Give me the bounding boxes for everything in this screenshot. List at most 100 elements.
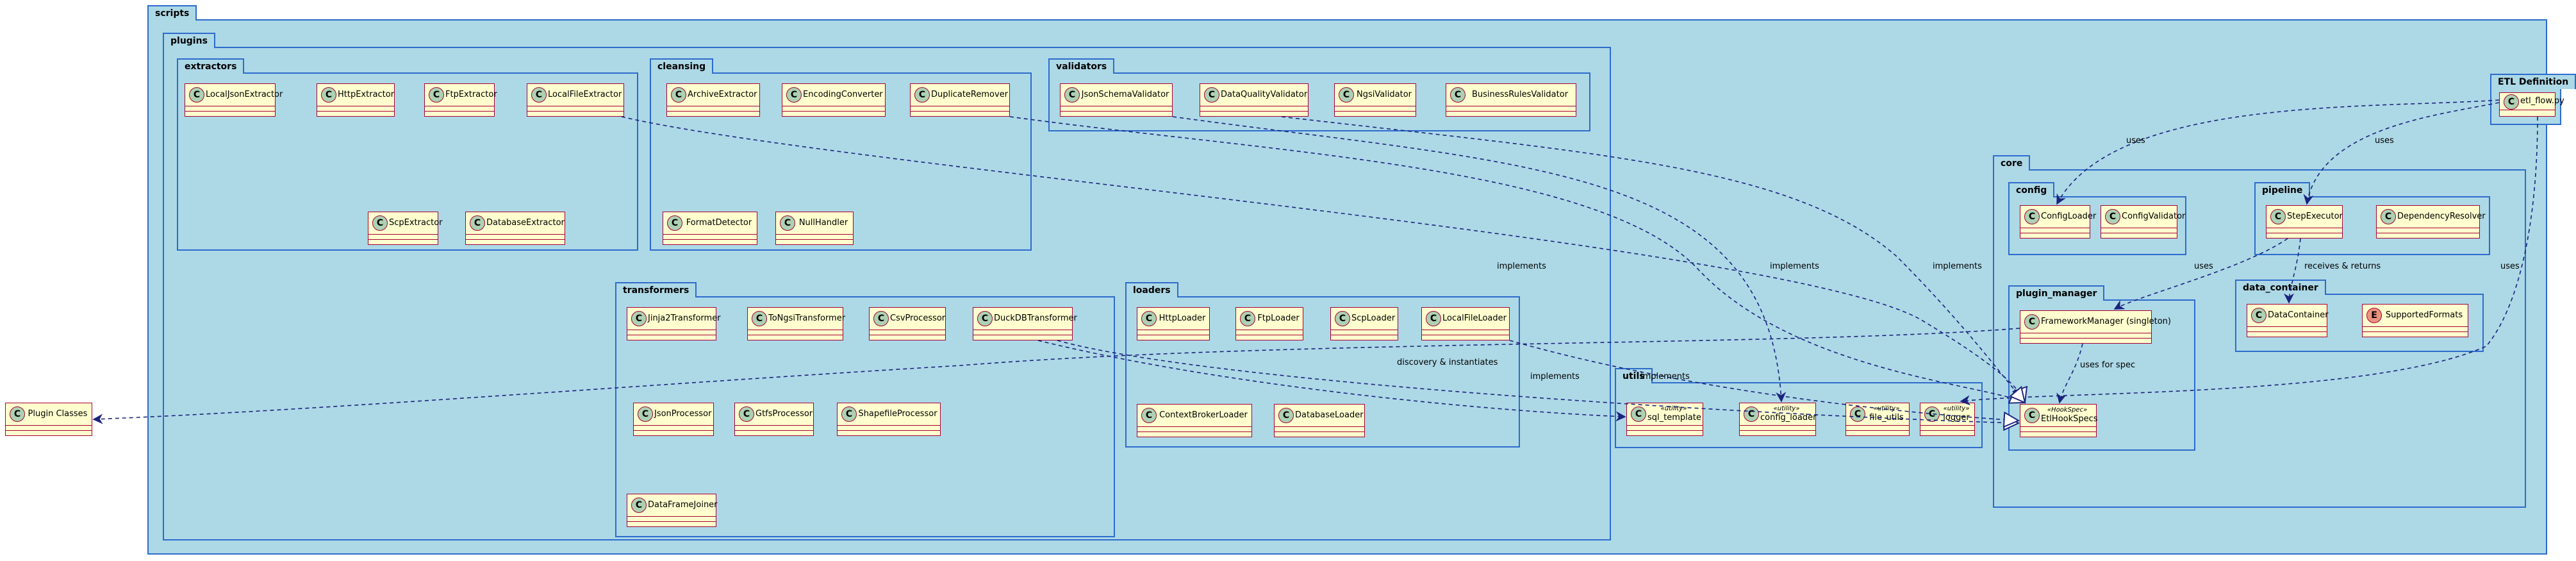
class-header bbox=[185, 84, 275, 106]
class-context-broker-loader[interactable]: C ContextBrokerLoader bbox=[1137, 404, 1252, 437]
class-divider bbox=[1137, 431, 1251, 432]
class-duplicate-remover[interactable]: C DuplicateRemover bbox=[910, 83, 1010, 117]
class-c-icon: C bbox=[667, 215, 682, 231]
class-local-file-loader[interactable]: C LocalFileLoader bbox=[1421, 307, 1510, 340]
class-c-icon: C bbox=[977, 311, 993, 326]
class-c-icon: C bbox=[470, 215, 485, 231]
class-database-loader[interactable]: C DatabaseLoader bbox=[1274, 404, 1365, 437]
class-name: DatabaseLoader bbox=[1295, 410, 1364, 420]
class-name: DuckDBTransformer bbox=[994, 314, 1077, 323]
class-local-file-extractor[interactable]: C LocalFileExtractor bbox=[527, 83, 624, 117]
class-name: ToNgsiTransformer bbox=[768, 314, 846, 323]
class-to-ngsi-transformer[interactable]: C ToNgsiTransformer bbox=[747, 307, 846, 340]
class-name: Jinja2Transformer bbox=[648, 314, 721, 323]
edge-label-uses-plugin-manager: uses bbox=[2194, 262, 2213, 271]
class-c-icon: C bbox=[1240, 311, 1255, 326]
class-divider bbox=[627, 521, 716, 522]
class-csv-processor[interactable]: C CsvProcessor bbox=[869, 307, 946, 340]
class-c-icon: C bbox=[1450, 87, 1466, 103]
class-c-icon: C bbox=[752, 311, 767, 326]
class-json-processor[interactable]: C JsonProcessor bbox=[633, 403, 714, 436]
class-plugin-classes[interactable]: C Plugin Classes bbox=[5, 403, 92, 436]
class-c-icon: C bbox=[1339, 87, 1354, 103]
class-header bbox=[1200, 84, 1308, 106]
class-c-icon: C bbox=[1850, 406, 1865, 422]
class-c-icon: C bbox=[2504, 94, 2519, 110]
class-dependency-resolver[interactable]: C DependencyResolver bbox=[2376, 205, 2486, 239]
class-archive-extractor[interactable]: C ArchiveExtractor bbox=[666, 83, 760, 117]
class-ngsi-validator[interactable]: C NgsiValidator bbox=[1334, 83, 1416, 117]
class-divider bbox=[634, 430, 713, 431]
class-step-executor[interactable]: C StepExecutor bbox=[2266, 205, 2343, 239]
package-validators-label: validators bbox=[1048, 58, 1115, 74]
package-data-container-label: data_container bbox=[2235, 280, 2326, 295]
edge-label-uses-utils: uses bbox=[2500, 262, 2520, 271]
class-header bbox=[1335, 84, 1416, 106]
class-name: EtlHookSpecs bbox=[2041, 414, 2098, 424]
class-name: LocalFileLoader bbox=[1442, 314, 1507, 323]
class-supported-formats[interactable]: E SupportedFormats bbox=[2362, 304, 2468, 337]
class-name: ConfigLoader bbox=[2041, 212, 2097, 221]
class-dataframe-joiner[interactable]: C DataFrameJoiner bbox=[627, 494, 718, 527]
class-divider bbox=[663, 239, 757, 240]
class-shapefile-processor[interactable]: C ShapefileProcessor bbox=[837, 403, 941, 436]
class-encoding-converter[interactable]: C EncodingConverter bbox=[782, 83, 886, 117]
class-header bbox=[782, 84, 885, 106]
class-business-rules-validator[interactable]: C BusinessRulesValidator bbox=[1446, 83, 1576, 117]
class-jinja2-transformer[interactable]: C Jinja2Transformer bbox=[627, 307, 721, 340]
class-name: DataContainer bbox=[2268, 310, 2329, 320]
class-header bbox=[1275, 405, 1364, 427]
edge-label-implements-extractors: implements bbox=[1497, 262, 1546, 271]
package-extractors-label: extractors bbox=[177, 58, 245, 74]
class-divider bbox=[667, 111, 759, 112]
class-ftp-loader[interactable]: C FtpLoader bbox=[1235, 307, 1303, 340]
package-pipeline-label: pipeline bbox=[2254, 182, 2311, 197]
class-name: Plugin Classes bbox=[28, 409, 88, 419]
class-file-utils[interactable]: C «utility» file_utils bbox=[1845, 403, 1910, 436]
package-plugins-label: plugins bbox=[163, 33, 215, 48]
class-c-icon: C bbox=[10, 406, 25, 422]
class-json-schema-validator[interactable]: C JsonSchemaValidator bbox=[1060, 83, 1173, 117]
class-etl-flow[interactable]: C etl_flow.py bbox=[2499, 92, 2564, 117]
class-database-extractor[interactable]: C DatabaseExtractor bbox=[465, 212, 565, 245]
class-sql-template[interactable]: C «utility» sql_template bbox=[1626, 403, 1703, 436]
class-header bbox=[1920, 403, 1974, 426]
class-divider bbox=[911, 111, 1009, 112]
class-name: etl_flow.py bbox=[2520, 96, 2564, 106]
class-scp-loader[interactable]: C ScpLoader bbox=[1330, 307, 1398, 340]
class-null-handler[interactable]: C NullHandler bbox=[775, 212, 854, 245]
class-name: ConfigValidator bbox=[2122, 212, 2186, 221]
class-etl-hook-specs[interactable]: C «HookSpec» EtlHookSpecs bbox=[2020, 404, 2098, 437]
class-c-icon: C bbox=[429, 87, 444, 103]
class-name: FtpLoader bbox=[1257, 314, 1300, 323]
class-divider bbox=[2020, 431, 2096, 432]
class-name: ArchiveExtractor bbox=[688, 90, 757, 99]
class-ftp-extractor[interactable]: C FtpExtractor bbox=[424, 83, 497, 117]
class-local-json-extractor[interactable]: C LocalJsonExtractor bbox=[185, 83, 283, 117]
class-header bbox=[527, 84, 623, 106]
stereotype-hookspec: «HookSpec» bbox=[2047, 406, 2088, 414]
class-config-loader[interactable]: C ConfigLoader bbox=[2020, 205, 2097, 239]
class-data-container[interactable]: C DataContainer bbox=[2247, 304, 2329, 337]
edge-label-implements-loaders: implements bbox=[1640, 372, 1690, 381]
class-c-icon: C bbox=[2024, 209, 2040, 224]
class-config-validator[interactable]: C ConfigValidator bbox=[2101, 205, 2186, 239]
class-name: logger bbox=[1943, 413, 1970, 423]
class-format-detector[interactable]: C FormatDetector bbox=[663, 212, 757, 245]
class-logger[interactable]: C «utility» logger bbox=[1920, 403, 1975, 436]
class-c-icon: C bbox=[1426, 311, 1441, 326]
class-gtfs-processor[interactable]: C GtfsProcessor bbox=[734, 403, 814, 436]
class-name: JsonSchemaValidator bbox=[1081, 90, 1169, 99]
class-name: ScpLoader bbox=[1351, 314, 1396, 323]
class-framework-manager[interactable]: C FrameworkManager (singleton) bbox=[2020, 310, 2171, 344]
class-duckdb-transformer[interactable]: C DuckDBTransformer bbox=[973, 307, 1077, 340]
class-c-icon: C bbox=[631, 498, 647, 513]
class-header bbox=[368, 212, 438, 235]
class-name: NullHandler bbox=[798, 218, 848, 228]
class-data-quality-validator[interactable]: C DataQualityValidator bbox=[1200, 83, 1309, 117]
class-header bbox=[1446, 84, 1576, 106]
class-http-extractor[interactable]: C HttpExtractor bbox=[317, 83, 395, 117]
class-scp-extractor[interactable]: C ScpExtractor bbox=[368, 212, 443, 245]
class-http-loader[interactable]: C HttpLoader bbox=[1137, 307, 1210, 340]
class-config-loader-util[interactable]: C «utility» config_loader bbox=[1739, 403, 1816, 436]
